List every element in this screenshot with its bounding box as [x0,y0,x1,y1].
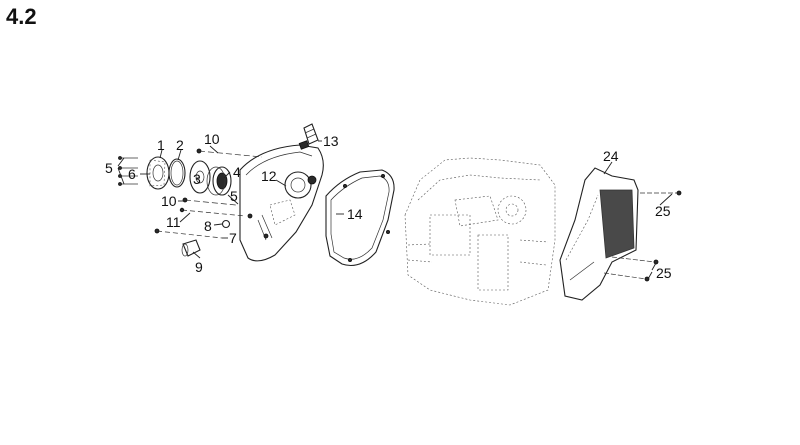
callout-25-top: 25 [655,203,671,219]
callout-24: 24 [603,148,619,164]
callout-4: 4 [233,164,241,180]
callout-11: 11 [166,214,181,230]
part-bolt-11 [179,207,246,217]
part-bolt-10-upper [196,148,263,158]
crankcase-outline [404,157,556,306]
callout-5-right: 5 [230,188,238,204]
callout-2: 2 [176,137,184,153]
callout-8: 8 [204,218,212,234]
part-bolt-10-lower [182,197,237,206]
part-screws-25-top [640,190,682,196]
part-cover-plate-1 [146,156,170,190]
part-plug-13 [298,123,319,150]
part-o-ring-2 [168,158,186,188]
leader-lines [117,140,673,280]
callout-1: 1 [157,137,165,153]
callout-5-left: 5 [105,160,113,176]
callout-13: 13 [323,133,339,149]
part-bearing-4 [206,166,232,196]
callout-12: 12 [261,168,277,184]
callout-25-bottom: 25 [656,265,672,281]
figure-number: 4.2 [6,4,37,29]
part-cover-24 [559,167,639,301]
part-gasket-14 [325,169,395,267]
callout-9: 9 [195,259,203,275]
callout-3: 3 [193,171,201,187]
callout-10-upper: 10 [204,131,220,147]
callout-7: 7 [229,230,237,246]
part-disc-3 [189,160,211,194]
part-cap-9 [181,239,201,257]
part-side-cover-12 [239,144,324,262]
part-screws-25-bottom [603,256,659,282]
callout-6: 6 [128,166,136,182]
callout-14: 14 [347,206,363,222]
callout-10-lower: 10 [161,193,177,209]
part-long-bolt-9-stud [154,228,223,239]
part-ring-8 [221,219,231,229]
